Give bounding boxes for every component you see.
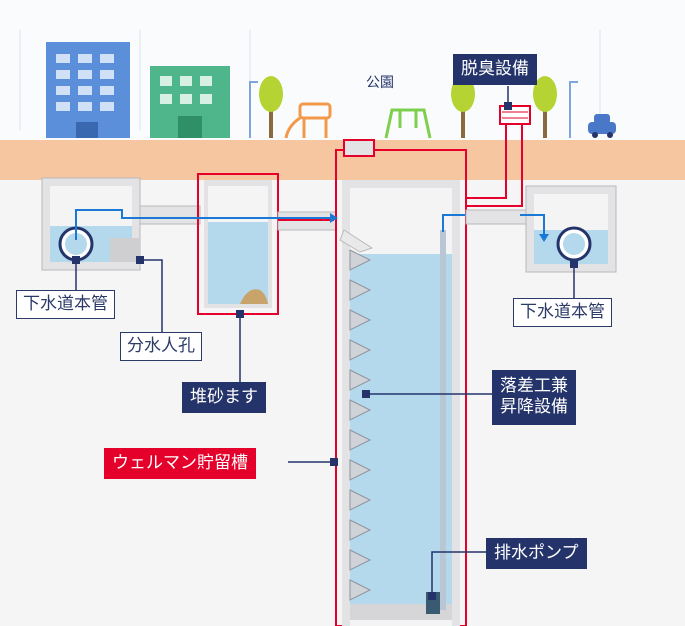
playground-slide: [284, 102, 332, 139]
drop-lift-label-line2: 昇降設備: [500, 397, 568, 418]
building-green: [150, 66, 230, 138]
sewer-main-left-label: 下水道本管: [16, 290, 115, 319]
wellman-tank-label: ウェルマン貯留槽: [104, 448, 256, 479]
ground-surface: [0, 140, 685, 180]
sewer-main-right-label: 下水道本管: [513, 298, 612, 327]
diversion-manhole: [41, 177, 141, 271]
inflow-pipe: [139, 205, 201, 225]
diversion-manhole-label: 分水人孔: [120, 332, 202, 361]
flow-arrowhead-left: [330, 213, 338, 223]
flow-arrowhead-right: [539, 234, 549, 242]
building-blue: [46, 42, 130, 138]
inflow-chute: [339, 229, 374, 253]
trees: [259, 76, 557, 138]
spiral-drop-structure: [349, 249, 372, 601]
drop-lift-label: 落差工兼 昇降設備: [492, 370, 576, 425]
street-lamps: [249, 81, 578, 138]
grit-chamber: [197, 173, 279, 315]
outflow-manhole: [525, 185, 617, 273]
drain-pump-label: 排水ポンプ: [486, 538, 587, 569]
deodorizer-label: 脱臭設備: [453, 54, 537, 85]
grit-chamber-label: 堆砂ます: [182, 382, 266, 413]
playground-swing: [384, 108, 432, 139]
leader-lines: [75, 86, 575, 596]
deodorizer-unit: [466, 105, 531, 207]
leader-markers: [72, 102, 578, 600]
flow-arrows: [75, 209, 545, 240]
car: [588, 114, 616, 138]
park-label: 公園: [366, 75, 394, 91]
outflow-pipe: [465, 209, 527, 225]
drop-lift-label-line1: 落差工兼: [500, 376, 568, 396]
